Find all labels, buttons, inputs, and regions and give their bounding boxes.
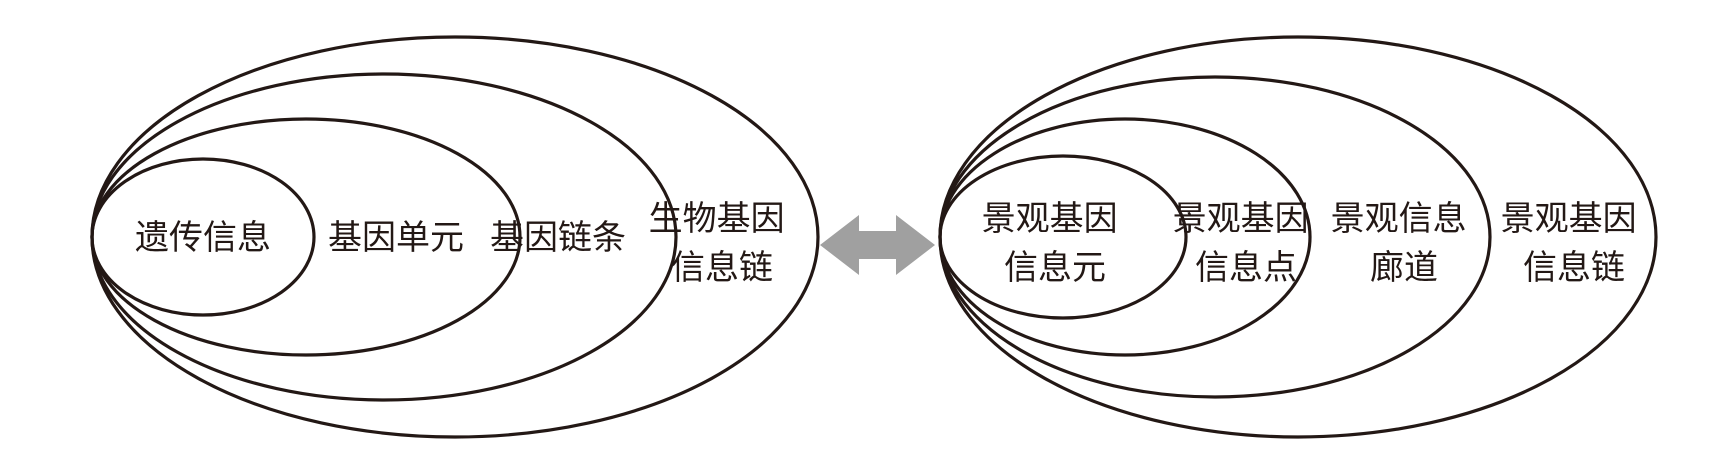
right-label-1: 景观基因 信息元 — [982, 199, 1129, 288]
right-label-2: 景观基因 信息点 — [1173, 199, 1320, 288]
right-ring-1 — [938, 154, 1188, 320]
right-label-3: 景观信息 廊道 — [1331, 199, 1478, 288]
left-ring-1 — [90, 157, 316, 317]
double-arrow-icon — [820, 215, 935, 275]
left-label-4: 生物基因 信息链 — [649, 199, 796, 288]
right-group: 景观基因 信息元 景观基因 信息点 景观信息 廊道 景观基因 信息链 — [938, 35, 1658, 439]
right-label-4: 景观基因 信息链 — [1501, 199, 1648, 288]
left-label-1: 遗传信息 — [135, 218, 271, 258]
left-group: 遗传信息 基因单元 基因链条 生物基因 信息链 — [90, 35, 820, 439]
left-label-3: 基因链条 — [490, 218, 626, 258]
left-label-2: 基因单元 — [328, 218, 464, 258]
